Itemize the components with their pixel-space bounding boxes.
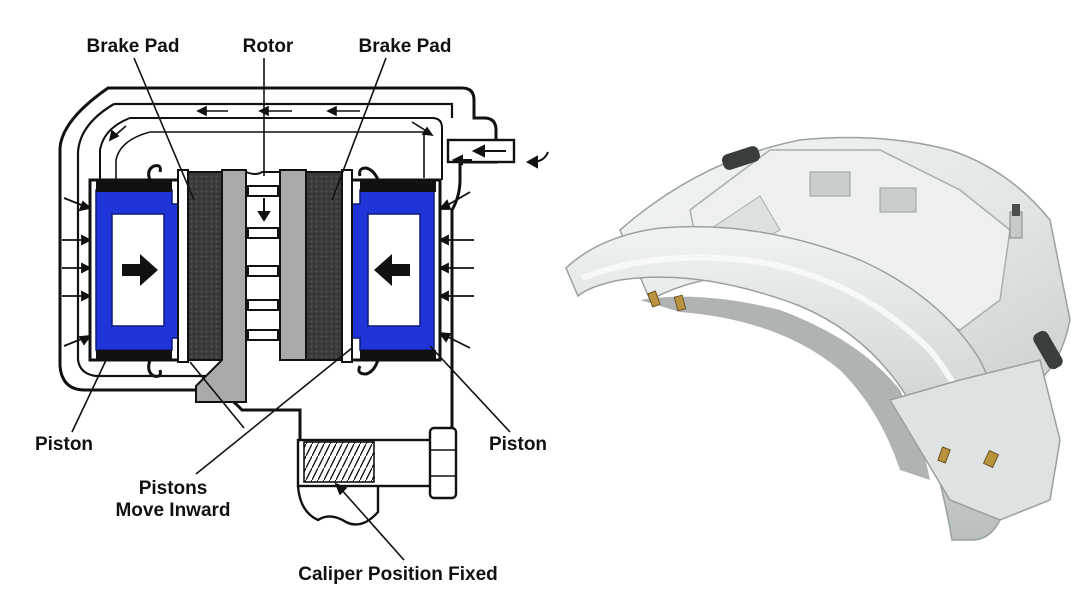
- rotor: [195, 169, 247, 403]
- slide-pins: [722, 146, 1063, 370]
- fluid-inlet-arrow-icon: [451, 144, 549, 169]
- label-piston-left: Piston: [34, 434, 94, 455]
- label-piston-right: Piston: [488, 434, 548, 455]
- left-seal-top: [147, 164, 162, 181]
- label-pistons-line2: Move Inward: [115, 500, 231, 521]
- mount-bolt-head: [428, 426, 458, 500]
- label-caliper-position-fixed: Caliper Position Fixed: [298, 564, 498, 585]
- label-pistons-move-inward: Pistons Move Inward: [88, 478, 258, 522]
- caliper-lower-body: [888, 359, 1061, 521]
- left-seal-bottom: [147, 359, 162, 378]
- arrow-right-icon: [122, 254, 158, 286]
- pressure-arrows-left: [62, 197, 93, 347]
- pressure-arrows-right: [437, 191, 474, 349]
- mount-bracket-break: [296, 485, 380, 526]
- right-seal-bottom: [357, 359, 380, 376]
- right-brake-pad-backing: [341, 169, 353, 363]
- left-brake-pad-friction: [187, 171, 223, 361]
- right-brake-pad-friction: [305, 171, 343, 361]
- leader-lines: [71, 57, 511, 561]
- label-pistons-line1: Pistons: [138, 478, 208, 499]
- rotor-outer-face: [279, 169, 307, 361]
- mount-bolt-threads: [303, 441, 375, 483]
- caliper-housing-inner: [76, 102, 454, 378]
- pad-clips: [647, 290, 1000, 469]
- arrow-left-icon: [374, 254, 410, 286]
- label-brake-pad-left: Brake Pad: [86, 36, 180, 57]
- right-seal-top: [358, 166, 380, 181]
- label-rotor: Rotor: [242, 36, 294, 57]
- caliper-arched-arm: [565, 225, 1003, 541]
- caliper-shadow: [640, 296, 930, 480]
- bleeder-valve: [1009, 204, 1023, 239]
- label-brake-pad-right: Brake Pad: [358, 36, 452, 57]
- rotor-vanes: [245, 171, 280, 341]
- fluid-channel: [99, 117, 443, 190]
